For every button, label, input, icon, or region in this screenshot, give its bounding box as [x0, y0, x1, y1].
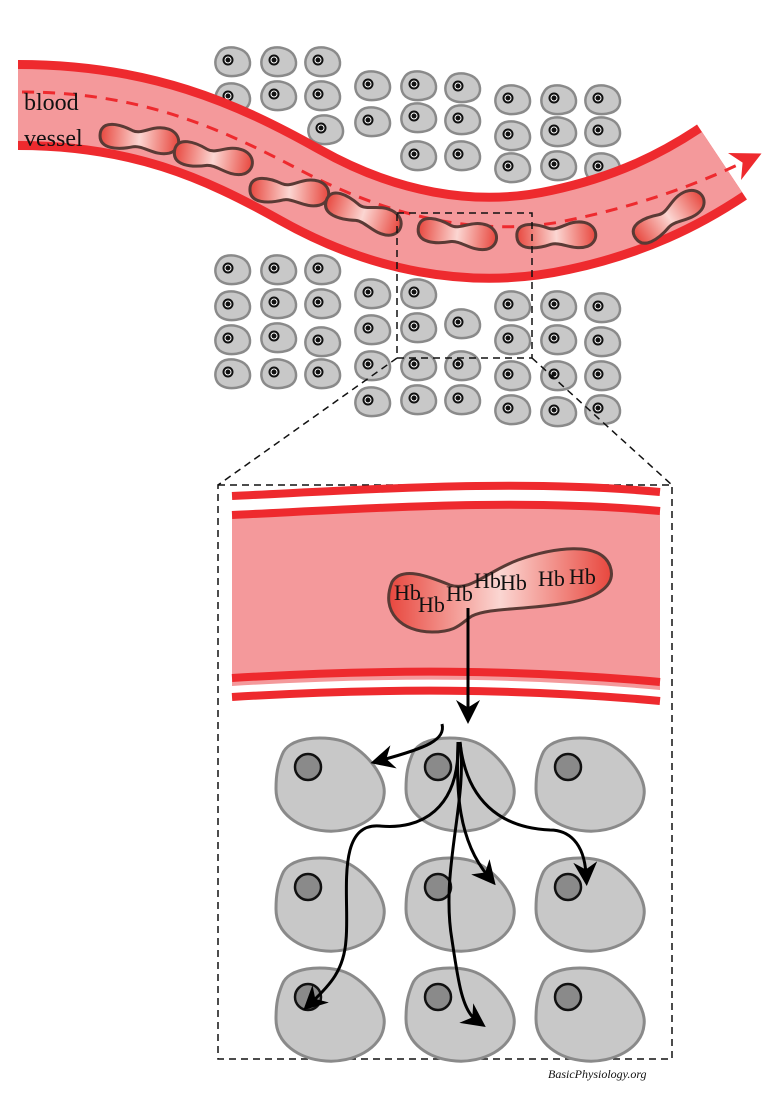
zoom-region-indicator: [217, 212, 673, 486]
zoom-guide-left: [217, 357, 398, 486]
zoomed-red-blood-cell: [387, 547, 613, 634]
arrow-to-lower-left-cell: [303, 741, 460, 1011]
zoom-selection-box: [396, 212, 533, 359]
hb-label: Hb: [569, 564, 596, 589]
arrow-to-left-cell: [370, 723, 444, 769]
tissue-cells-lower: [214, 254, 622, 428]
red-blood-cells: [98, 122, 706, 252]
hb-label: Hb: [538, 566, 565, 591]
hb-label: Hb: [500, 570, 527, 595]
flow-arrow: [21, 90, 762, 229]
vessel-label-line2: vessel: [24, 126, 83, 152]
hb-label: Hb: [446, 581, 473, 606]
zoom-guide-right: [531, 357, 673, 486]
hb-label: Hb: [394, 580, 421, 605]
hb-label: Hb: [418, 592, 445, 617]
source-credit: BasicPhysiology.org: [548, 1067, 647, 1081]
arrow-to-right-cell: [458, 741, 598, 886]
hb-label: Hb: [474, 568, 501, 593]
arrow-to-lower-center-cell: [447, 741, 486, 1027]
hemoglobin-labels: Hb Hb Hb Hb Hb Hb Hb: [394, 564, 596, 617]
vessel-label-line1: blood: [24, 90, 79, 116]
diffusion-arrows: [303, 608, 598, 1027]
